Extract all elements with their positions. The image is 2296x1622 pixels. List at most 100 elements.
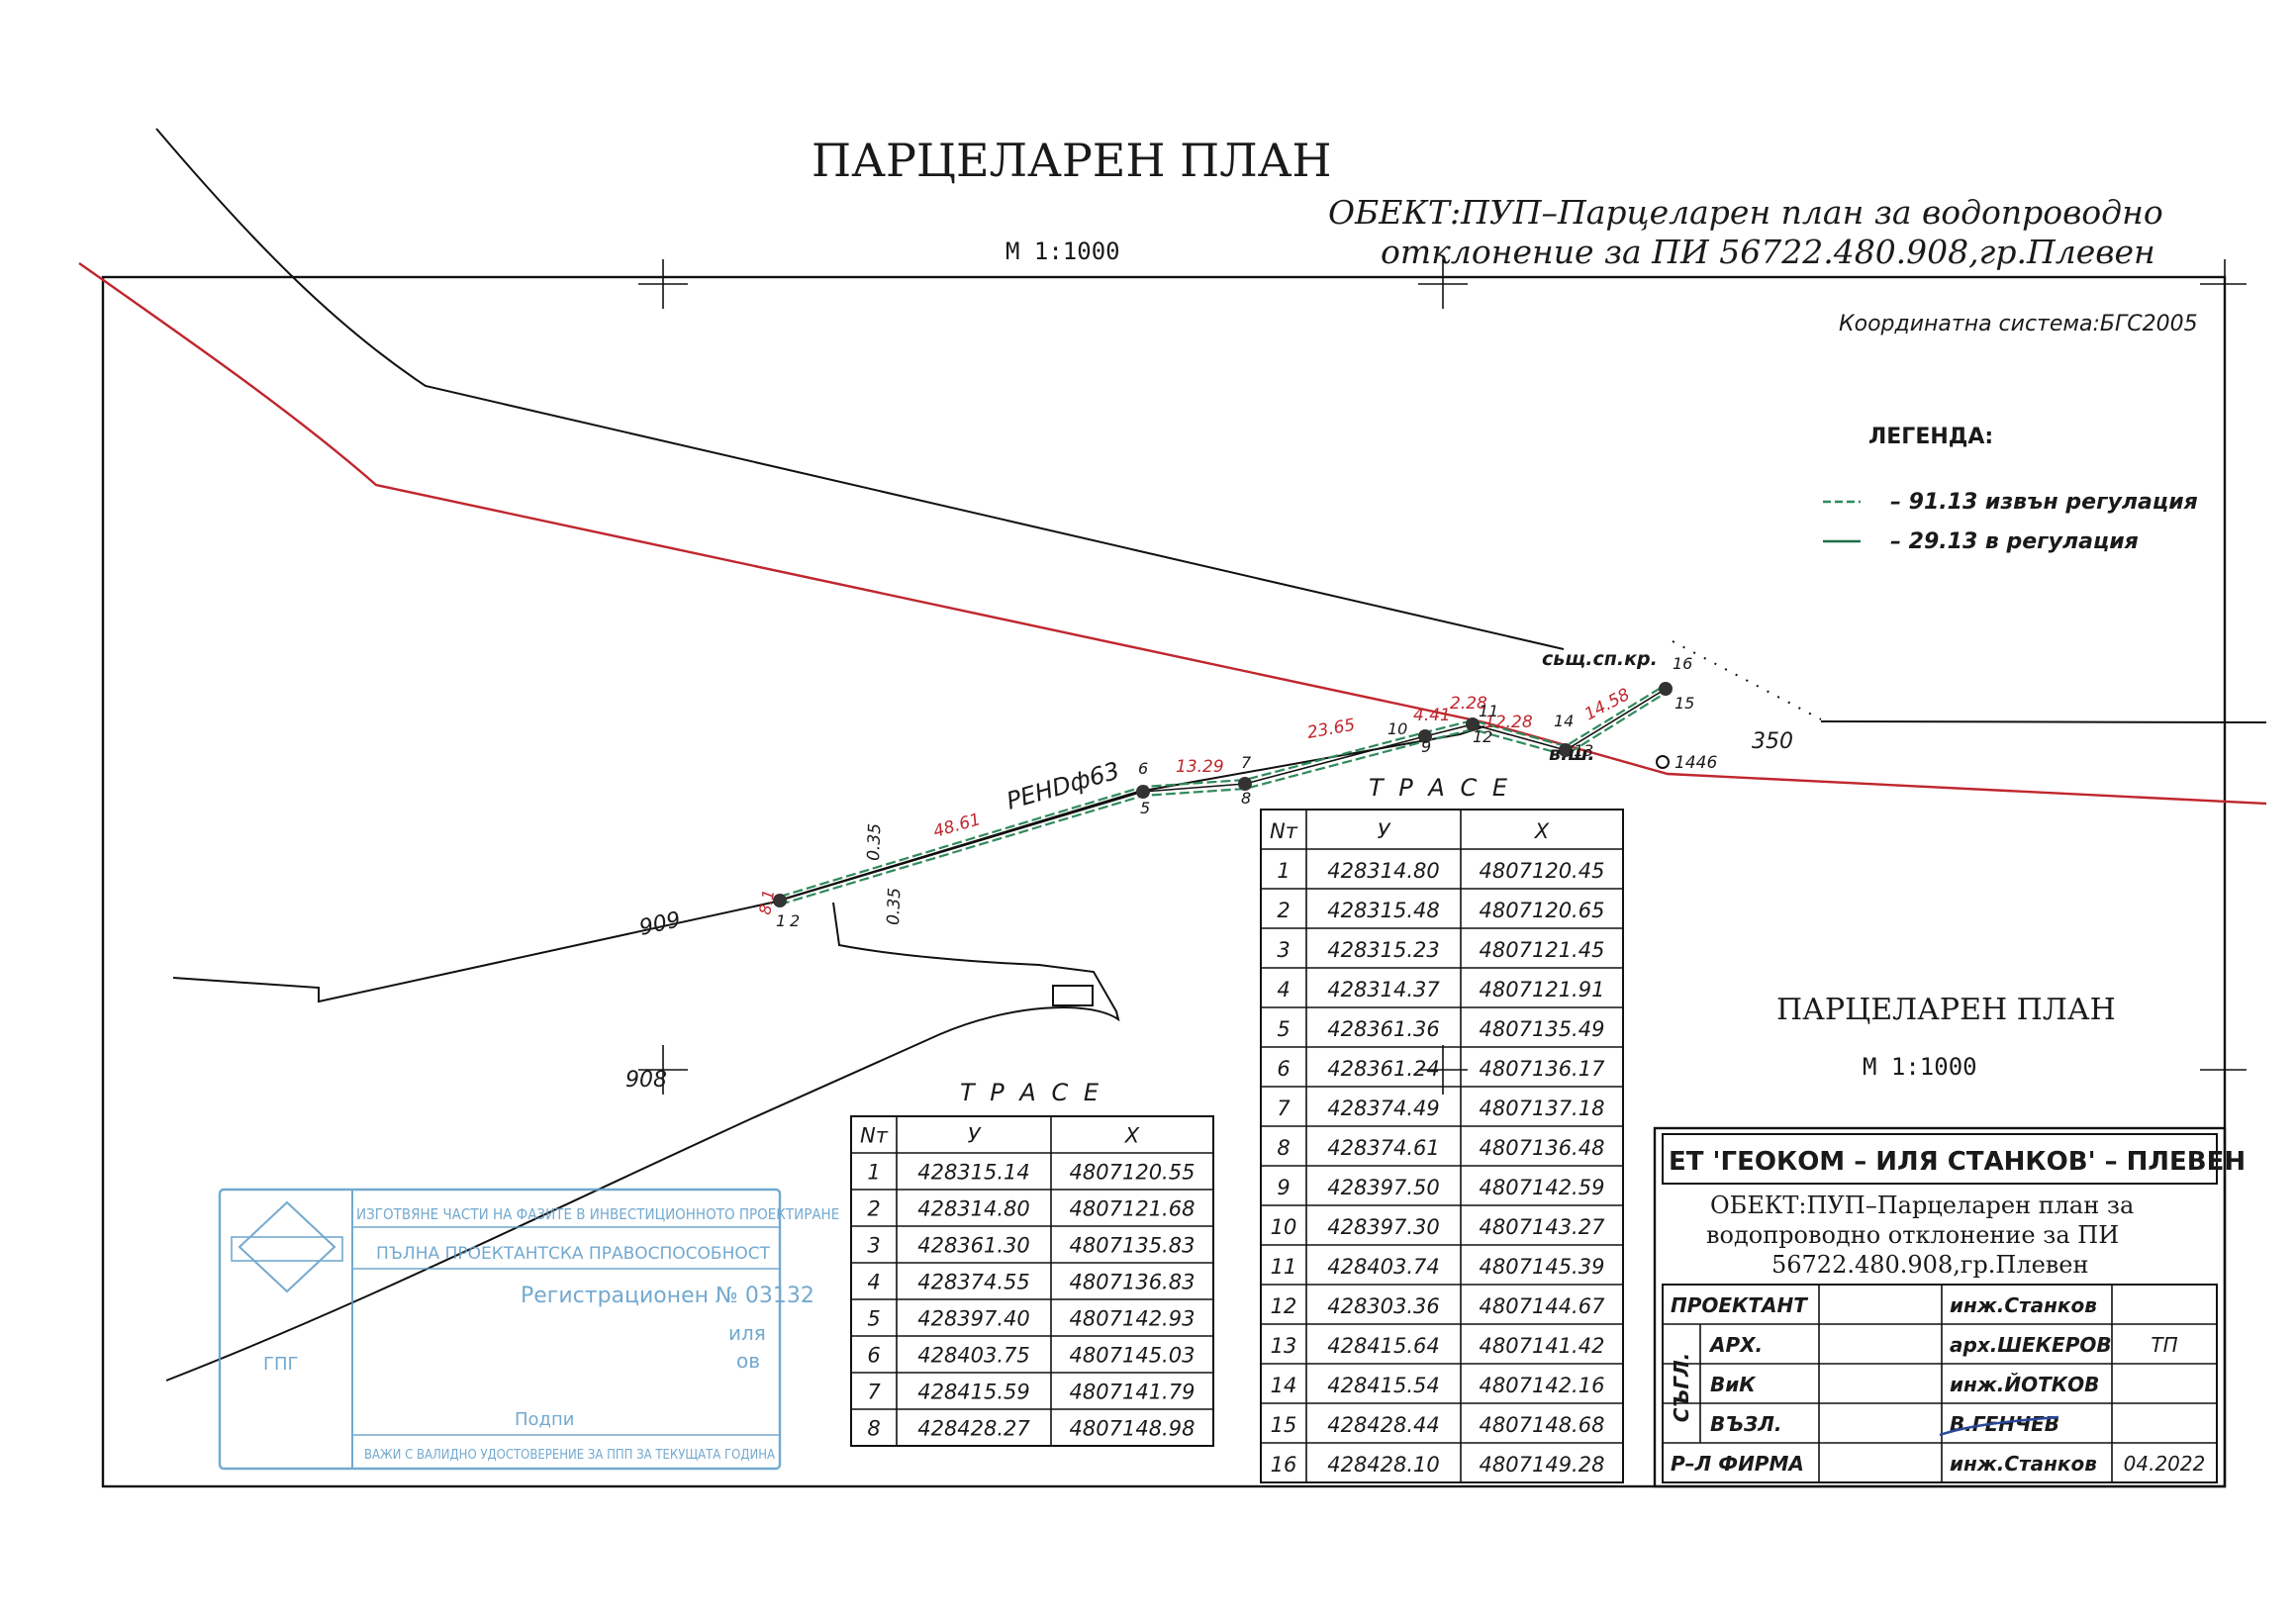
tb-name: инж.ЙОТКОВ: [1950, 1373, 2099, 1396]
point-label-8: 8: [1241, 789, 1251, 808]
table-large-cell: 428374.61: [1327, 1136, 1440, 1160]
vertex-13-14: [1559, 743, 1573, 757]
table-large-cell: 4807141.42: [1480, 1334, 1605, 1358]
table-large-cell: 11: [1271, 1255, 1297, 1279]
dotted-boundary: [1672, 640, 1822, 720]
table-large-cell: 14: [1271, 1374, 1297, 1397]
point-label-2: 2: [790, 911, 800, 930]
table-large-cell: 4807145.39: [1480, 1255, 1605, 1279]
professional-stamp: ИЗГОТВЯНЕ ЧАСТИ НА ФАЗИТЕ В ИНВЕСТИЦИОНН…: [218, 1188, 839, 1471]
table-large-cell: 15: [1271, 1413, 1297, 1437]
table-small-title: Т Р А С Е: [960, 1079, 1102, 1106]
scale-right: М 1:1000: [1863, 1053, 1977, 1081]
table-small-cell: 4807136.83: [1070, 1271, 1196, 1294]
table-small-cell: 428374.55: [917, 1271, 1030, 1294]
stamp-registration: Регистрационен № 03132: [521, 1284, 814, 1308]
offset-label-a: 0.35: [864, 823, 885, 862]
table-small-cell: 428361.30: [917, 1234, 1030, 1258]
company-box: [1662, 1133, 2218, 1185]
table-small-cell: 4807121.68: [1070, 1197, 1196, 1221]
table-large-cell: 428315.48: [1327, 899, 1440, 922]
table-large-cell: 4807135.49: [1480, 1017, 1605, 1041]
table-large-cell: 12: [1271, 1294, 1297, 1318]
tb-name: инж.Станков: [1950, 1452, 2097, 1476]
scale-top: М 1:1000: [1005, 238, 1120, 265]
table-large-cell: 4807120.45: [1480, 859, 1605, 883]
object-line-2: отклонение за ПИ 56722.480.908,гр.Плевен: [1381, 233, 2155, 271]
pipe-vertices: [773, 682, 1673, 907]
tb-name: арх.ШЕКЕРОВ: [1950, 1333, 2112, 1357]
table-small-border: [850, 1115, 1214, 1447]
table-small-cell: 4807120.55: [1070, 1161, 1196, 1185]
table-large-cell: 428361.36: [1327, 1017, 1440, 1041]
table-small-cell: 4807135.83: [1070, 1234, 1196, 1258]
point-label-14: 14: [1554, 712, 1574, 730]
point-label-1: 1: [776, 911, 786, 930]
table-large-cell: 4807144.67: [1480, 1294, 1606, 1318]
offset-label-b: 0.35: [884, 888, 905, 926]
table-large-cell: 428428.44: [1327, 1413, 1440, 1437]
table-large-cell: 428428.10: [1327, 1453, 1440, 1477]
signature-mark-icon: [1939, 1415, 2059, 1437]
table-small-header: Nт: [860, 1124, 889, 1148]
tb-name: инж.Станков: [1950, 1293, 2097, 1317]
table-large-cell: 6: [1277, 1057, 1290, 1081]
tb-object-line-3: 56722.480.908,гр.Плевен: [1771, 1251, 2089, 1279]
table-large-cell: 428361.24: [1327, 1057, 1440, 1081]
stamp-emblem-icon: [238, 1200, 336, 1293]
table-large-cell: 4807120.65: [1480, 899, 1605, 922]
vertex-9-10: [1418, 729, 1432, 743]
vertex-11-12: [1466, 717, 1480, 731]
tb-role: Р–Л ФИРМА: [1671, 1452, 1804, 1476]
table-large-cell: 428397.50: [1327, 1176, 1440, 1199]
stamp-name-a: иля: [728, 1321, 766, 1345]
point-label-12: 12: [1473, 727, 1492, 746]
map-linework: [78, 128, 2267, 1382]
table-large-cell: 8: [1277, 1136, 1290, 1160]
table-large-cell: 428314.37: [1327, 978, 1440, 1002]
tb-role: АРХ.: [1708, 1333, 1763, 1357]
stamp-sign: Подпи: [515, 1409, 574, 1430]
table-large-cell: 428403.74: [1327, 1255, 1440, 1279]
legend-item-inside: – 29.13 в регулация: [1890, 529, 2139, 554]
tb-extra: ТП: [2151, 1333, 2177, 1357]
segment-length-5: 4.41: [1413, 706, 1451, 725]
stamp-border: [218, 1188, 782, 1471]
table-large-cell: 4807142.59: [1480, 1176, 1605, 1199]
point-label-5: 5: [1140, 799, 1150, 817]
point-1446-label: 1446: [1674, 753, 1717, 773]
parcel-909-label: 909: [637, 907, 684, 941]
segment-length-4: 23.65: [1305, 716, 1356, 743]
company-name: ЕТ 'ГЕОКОМ – ИЛЯ СТАНКОВ' – ПЛЕВЕН: [1669, 1147, 2246, 1177]
table-small-cell: 5: [867, 1307, 880, 1331]
table-large-cell: 428415.54: [1327, 1374, 1440, 1397]
shaft-label-top: сьщ.сп.кр.: [1542, 648, 1658, 670]
table-large-cell: 1: [1277, 859, 1290, 883]
parcel-908-label: 908: [625, 1068, 667, 1093]
table-large-header: Х: [1534, 819, 1550, 843]
table-small-cell: 3: [867, 1234, 880, 1258]
parcel-350-label: 350: [1752, 729, 1793, 754]
parcel-edge-right: [1820, 720, 2267, 723]
table-small-cell: 4807142.93: [1070, 1307, 1196, 1331]
table-large-cell: 428314.80: [1327, 859, 1440, 883]
point-label-6: 6: [1138, 759, 1148, 778]
map-frame: [101, 275, 2227, 1488]
table-large-cell: 16: [1271, 1453, 1297, 1477]
table-small-cell: 4807145.03: [1070, 1344, 1196, 1368]
table-small-cell: 428397.40: [917, 1307, 1030, 1331]
segment-length-8: 14.58: [1581, 685, 1634, 725]
table-large-cell: 4807136.17: [1480, 1057, 1606, 1081]
table-large-header: Nт: [1270, 819, 1298, 843]
shaft-label-vsh: в.ш.: [1549, 743, 1595, 765]
table-large-cell: 428315.23: [1327, 938, 1440, 962]
table-large-cell: 2: [1277, 899, 1290, 922]
table-large-cell: 4807149.28: [1480, 1453, 1605, 1477]
stamp-line-1: ИЗГОТВЯНЕ ЧАСТИ НА ФАЗИТЕ В ИНВЕСТИЦИОНН…: [356, 1205, 839, 1223]
stamp-emblem-band: [231, 1236, 343, 1262]
legend-title: ЛЕГЕНДА:: [1868, 425, 1993, 449]
tb-role: ПРОЕКТАНТ: [1671, 1293, 1808, 1317]
table-small-cell: 428415.59: [917, 1381, 1030, 1404]
